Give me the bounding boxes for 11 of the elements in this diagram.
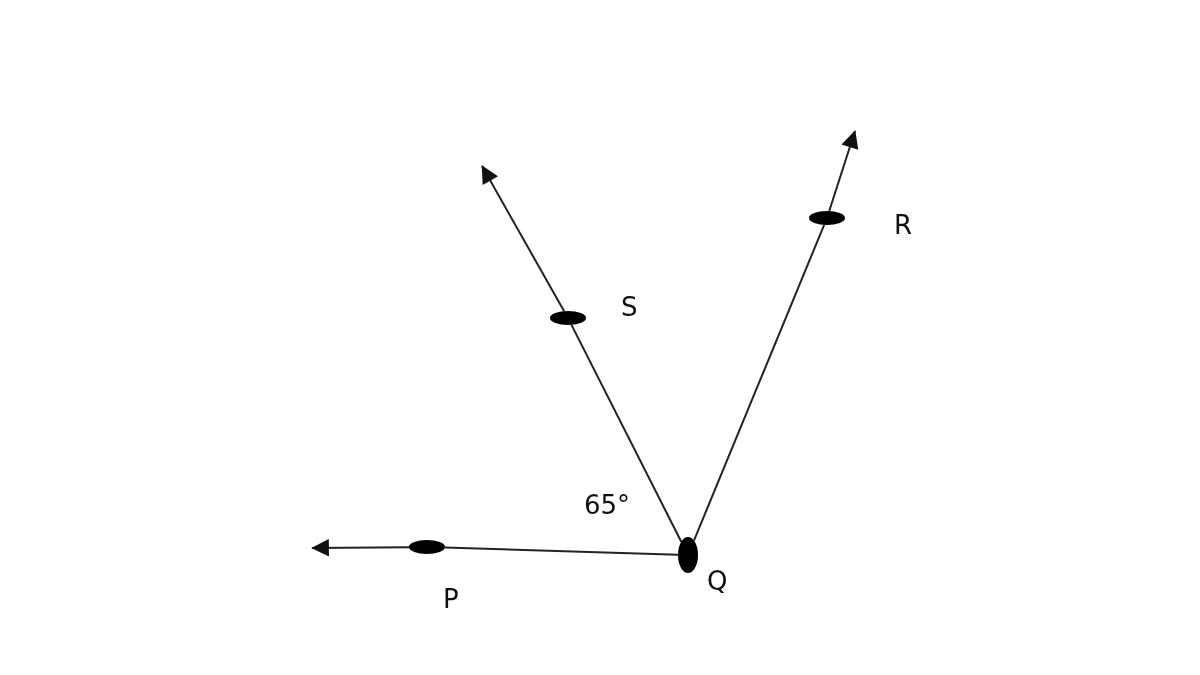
angle-label: 65° bbox=[584, 492, 631, 518]
line-segment bbox=[570, 323, 683, 543]
line-segment bbox=[443, 546, 679, 556]
ray-arrow bbox=[828, 130, 859, 213]
ray-arrow bbox=[311, 539, 410, 557]
point-label: R bbox=[894, 212, 913, 238]
point-label: S bbox=[621, 294, 638, 320]
line-segment bbox=[692, 223, 826, 542]
ray-arrow bbox=[481, 165, 566, 313]
point-label: P bbox=[443, 586, 459, 612]
point-label: Q bbox=[707, 568, 728, 594]
